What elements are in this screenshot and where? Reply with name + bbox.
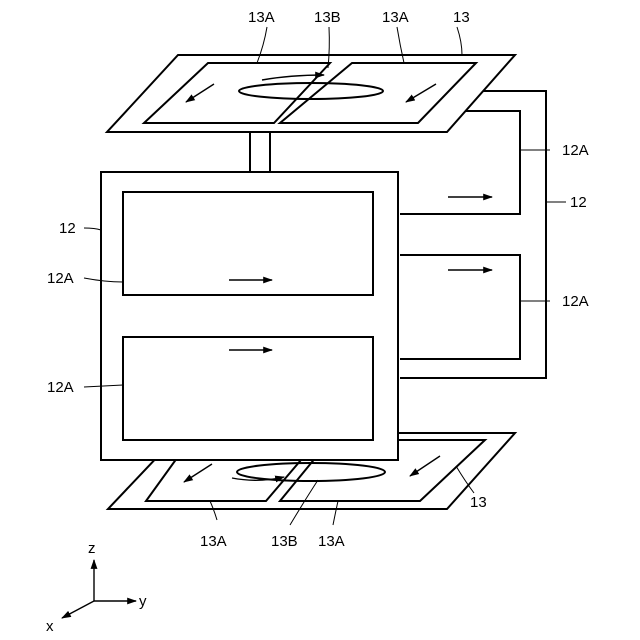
- label-top-coil-left: 13A: [248, 9, 275, 26]
- axis-indicator: z y x: [46, 540, 147, 635]
- label-bottom-plate: 13: [470, 494, 487, 511]
- label-front-lower-coil: 12A: [47, 379, 74, 396]
- label-bottom-coil-left: 13A: [200, 533, 227, 550]
- y-axis-label: y: [139, 593, 147, 610]
- front-frame-12: [101, 172, 398, 460]
- label-top-coil-right: 13A: [382, 9, 409, 26]
- label-side-lower-coil: 12A: [562, 293, 589, 310]
- side-frame-12: [400, 91, 546, 378]
- z-axis-label: z: [88, 540, 96, 557]
- top-plate-13: [107, 55, 515, 132]
- x-axis-arrow: [62, 601, 94, 618]
- label-bottom-coil-right: 13A: [318, 533, 345, 550]
- label-front-upper-coil: 12A: [47, 270, 74, 287]
- top-connector: [250, 132, 270, 172]
- label-side-frame: 12: [570, 194, 587, 211]
- x-axis-label: x: [46, 618, 54, 635]
- label-top-plate: 13: [453, 9, 470, 26]
- label-top-coil-center: 13B: [314, 9, 341, 26]
- label-bottom-coil-center: 13B: [271, 533, 298, 550]
- label-side-upper-coil: 12A: [562, 142, 589, 159]
- label-front-frame: 12: [59, 220, 76, 237]
